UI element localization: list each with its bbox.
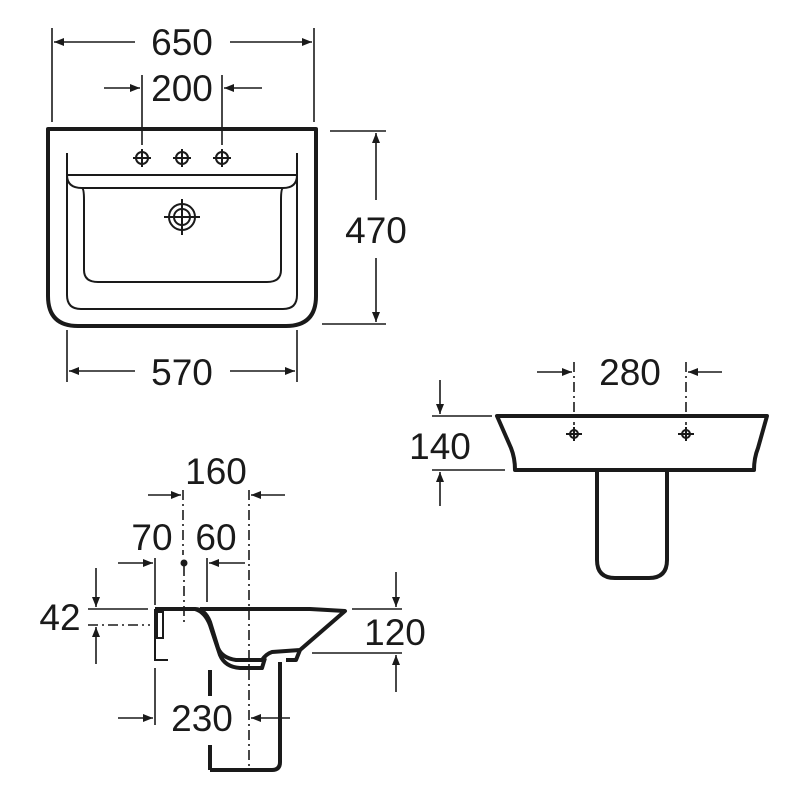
dim-120: 120 xyxy=(364,612,426,653)
pedestal-front xyxy=(595,470,669,580)
basin-inner-rim xyxy=(66,153,298,310)
dim-200: 200 xyxy=(151,68,213,109)
side-view: 160 70 60 42 120 230 xyxy=(39,451,426,772)
dim-42: 42 xyxy=(39,597,80,638)
tap-hole-icon xyxy=(173,149,191,167)
dim-70: 70 xyxy=(131,517,172,558)
wall-bracket xyxy=(154,609,168,661)
top-view: 650 200 470 570 xyxy=(46,22,407,393)
dim-570: 570 xyxy=(151,352,213,393)
dim-650: 650 xyxy=(151,22,213,63)
drain-icon xyxy=(164,199,200,235)
basin-front-outline xyxy=(495,414,769,472)
fixing-point-marker xyxy=(180,559,188,567)
front-view: 280 140 xyxy=(405,352,769,580)
dim-140: 140 xyxy=(409,426,471,467)
tap-hole-icon xyxy=(213,149,231,167)
basin-outline xyxy=(46,127,318,328)
dim-280: 280 xyxy=(599,352,661,393)
fixing-hole-icon xyxy=(566,427,582,441)
dim-230: 230 xyxy=(171,698,233,739)
pedestal-side xyxy=(210,662,282,772)
dim-470: 470 xyxy=(345,210,407,251)
dim-160: 160 xyxy=(185,451,247,492)
fixing-hole-icon xyxy=(678,427,694,441)
dim-60: 60 xyxy=(195,517,236,558)
tap-hole-icon xyxy=(133,149,151,167)
